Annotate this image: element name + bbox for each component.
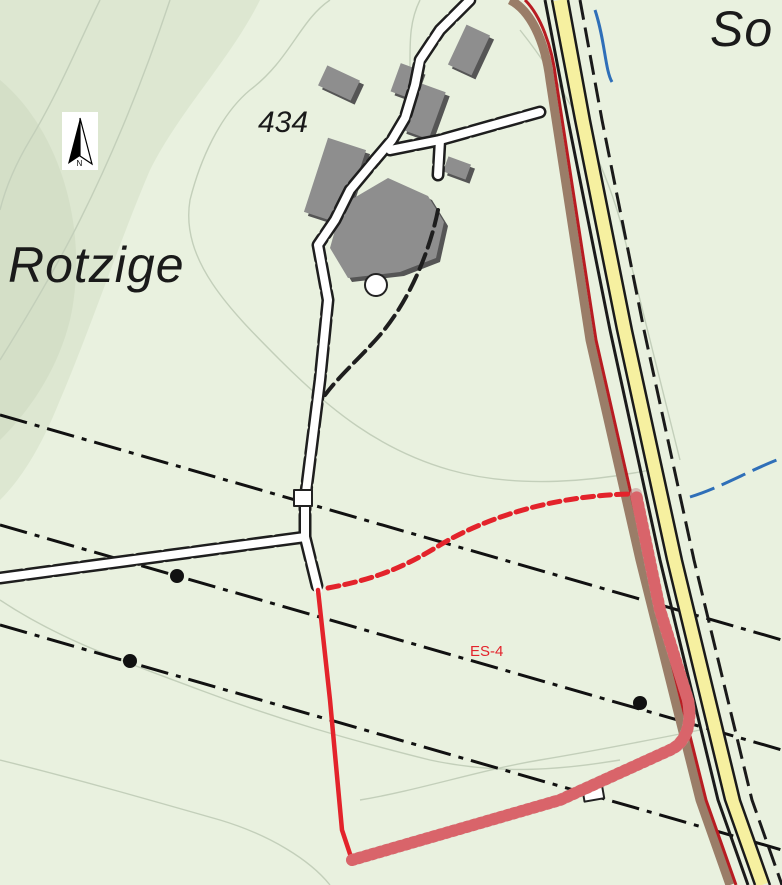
hill-shade-dark [0, 80, 77, 440]
buildings [303, 24, 495, 297]
highway [507, 0, 782, 885]
stream-line [689, 456, 782, 499]
zone-label-es4: ES-4 [470, 643, 503, 660]
contour-lines [0, 0, 701, 885]
north-arrow-letter: N [77, 159, 83, 168]
place-name-label: Rotzige [8, 237, 185, 293]
north-arrow-icon: N [62, 112, 98, 170]
power-pylons [123, 569, 647, 710]
elevation-label: 434 [258, 106, 308, 139]
local-roads [0, 0, 606, 803]
corner-place-label: So [710, 1, 773, 57]
es4-zone-outline[interactable] [315, 488, 696, 866]
